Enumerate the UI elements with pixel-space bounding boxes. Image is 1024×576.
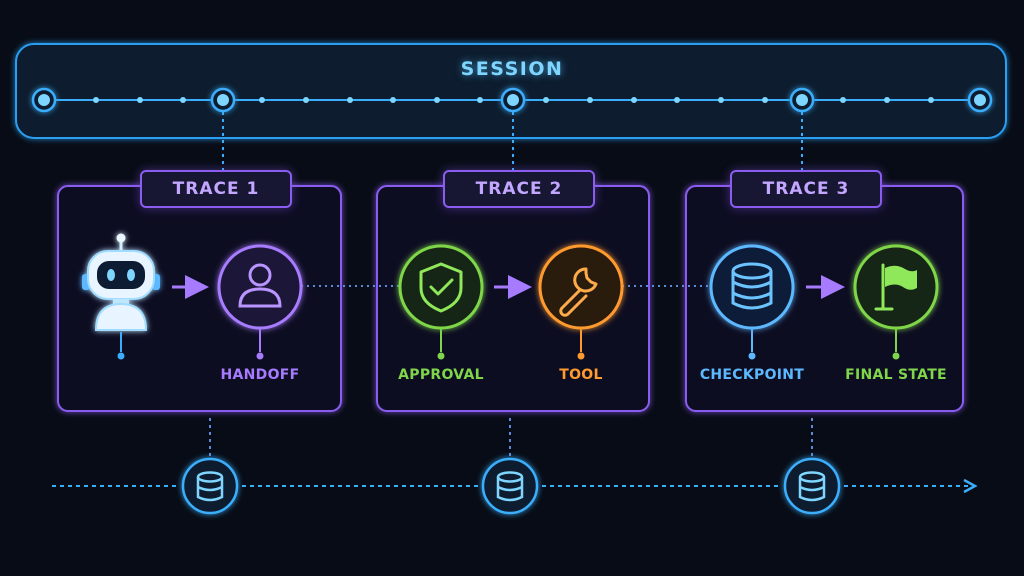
final-state-node bbox=[853, 244, 939, 330]
node-stems bbox=[120, 329, 897, 352]
approval-label: APPROVAL bbox=[398, 367, 484, 383]
checkpoint-node bbox=[709, 244, 795, 330]
storage-node-2 bbox=[481, 457, 539, 515]
tool-label: TOOL bbox=[559, 367, 603, 383]
trace-3-label: TRACE 3 bbox=[730, 170, 882, 208]
database-icon bbox=[196, 471, 224, 502]
timeline-arrowhead bbox=[963, 478, 978, 494]
tool-node bbox=[538, 244, 624, 330]
robot-icon bbox=[82, 233, 160, 331]
session-title: SESSION bbox=[460, 58, 564, 80]
final-state-label: FINAL STATE bbox=[845, 367, 947, 383]
database-icon bbox=[731, 262, 773, 310]
approval-node bbox=[398, 244, 484, 330]
storage-connectors bbox=[209, 418, 813, 458]
session-trace-connectors bbox=[222, 112, 803, 170]
trace-2-label: TRACE 2 bbox=[443, 170, 595, 208]
node-stem-dots bbox=[117, 352, 900, 360]
flag-icon bbox=[874, 263, 917, 311]
database-icon bbox=[798, 471, 826, 502]
handoff-label: HANDOFF bbox=[220, 367, 300, 383]
handoff-node bbox=[217, 244, 303, 330]
trace-1-label: TRACE 1 bbox=[140, 170, 292, 208]
user-icon bbox=[238, 263, 282, 308]
checkpoint-label: CHECKPOINT bbox=[699, 367, 805, 383]
shield-check-icon bbox=[419, 262, 463, 313]
session-ticks bbox=[93, 97, 934, 103]
storage-node-1 bbox=[181, 457, 239, 515]
session-waypoints bbox=[31, 87, 993, 113]
database-icon bbox=[496, 471, 524, 502]
storage-node-3 bbox=[783, 457, 841, 515]
wrench-icon bbox=[559, 267, 598, 317]
